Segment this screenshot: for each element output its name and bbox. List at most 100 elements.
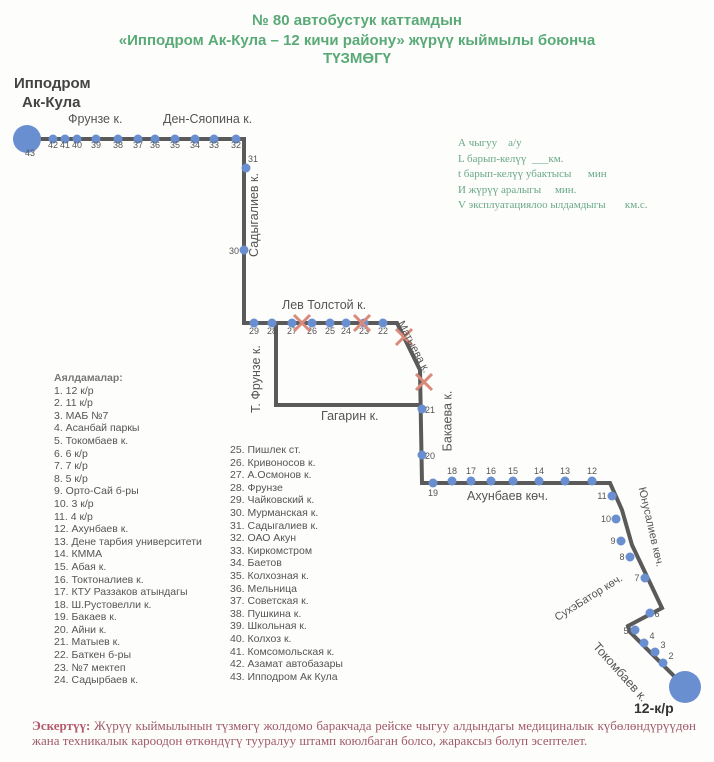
legend-stop-item: 43. Ипподром Ак Кула — [230, 670, 338, 683]
bus-stop-marker — [378, 318, 388, 328]
bus-stop-marker — [231, 134, 241, 144]
info-departure: А чыгуу а/у — [458, 137, 522, 149]
footnote-label: Эскертүү: — [32, 718, 91, 733]
legend-stop-item: 32. ОАО Акун — [230, 532, 297, 545]
bus-stop-number: 22 — [378, 326, 388, 336]
bus-stop-number: 9 — [610, 536, 615, 546]
legend-stop-item: 33. Киркомстром — [230, 544, 313, 557]
footnote-text: Жүрүү кыймылынын түзмөгү жолдомо баракча… — [32, 718, 696, 748]
legend-stop-item: 6. 6 к/р — [54, 447, 88, 460]
bus-stop-marker — [616, 536, 626, 546]
bus-stop-marker — [287, 318, 297, 328]
legend-stop-item: 7. 7 к/р — [54, 460, 88, 473]
title-line-2: «Ипподром Ак-Кула – 12 кичи району» жүрү… — [118, 32, 596, 49]
detour-line-t-frunze-gagarin — [274, 323, 422, 407]
legend-stop-item: 10. 3 к/р — [54, 497, 94, 510]
bus-stop-number: 32 — [231, 140, 241, 150]
bus-stop-number: 2 — [668, 651, 673, 661]
bus-stop-number: 5 — [623, 626, 628, 636]
bus-stop-number: 7 — [634, 573, 639, 583]
bus-stop-number: 30 — [229, 246, 239, 256]
start-terminal-marker — [13, 125, 41, 153]
bus-stop-number: 20 — [425, 451, 435, 461]
street-bakaeva: Бакаева к. — [440, 390, 455, 452]
bus-stop-number: 12 — [587, 466, 597, 476]
bus-stop-marker — [170, 134, 180, 144]
bus-stop-number: 28 — [267, 326, 277, 336]
legend-stop-item: 18. Ш.Рустовелли к. — [54, 598, 152, 611]
stops-legend-right: 25. Пишлек ст.26. Кривоносов к.27. А.Осм… — [230, 444, 343, 683]
bus-stop-marker — [91, 134, 101, 144]
street-t-frunze: Т. Фрунзе к. — [248, 345, 263, 413]
start-terminal-label-2: Ак-Кула — [22, 94, 81, 111]
bus-stop-marker — [486, 476, 496, 486]
legend-stop-item: 42. Азамат автобазары — [230, 658, 343, 671]
legend-stop-item: 8. 5 к/р — [54, 472, 88, 485]
bus-stop-marker — [209, 134, 219, 144]
closed-section-cross-icon — [414, 372, 434, 392]
title-line-1: № 80 автобустук каттамдын — [252, 12, 462, 29]
legend-stop-item: 5. Токомбаев к. — [54, 434, 129, 447]
bus-stop-marker — [249, 318, 259, 328]
bus-stop-number: 38 — [113, 140, 123, 150]
bus-stop-marker — [534, 476, 544, 486]
bus-stop-marker — [645, 608, 655, 618]
bus-stop-marker — [639, 638, 649, 648]
info-distance: L барып-келүү ___км. — [458, 152, 564, 165]
bus-stop-number: 11 — [597, 491, 606, 501]
start-terminal-label-1: Ипподром — [14, 75, 91, 92]
legend-stop-item: 2. 11 к/р — [54, 397, 93, 410]
legend-stop-item: 38. Пушкина к. — [230, 607, 302, 620]
legend-stop-item: 24. Садырбаев к. — [54, 674, 139, 687]
bus-stop-number: 29 — [249, 326, 259, 336]
bus-stop-marker — [325, 318, 335, 328]
bus-stop-number: 24 — [341, 326, 351, 336]
bus-stop-number: 35 — [170, 140, 180, 150]
footnote: Эскертүү: Жүрүү кыймылынын түзмөгү жолдо… — [32, 718, 696, 748]
bus-stop-number: 17 — [466, 466, 476, 476]
end-terminal-label: 12-к/р — [634, 700, 674, 716]
bus-stop-marker — [650, 647, 660, 657]
bus-stop-number: 14 — [534, 466, 544, 476]
legend-stop-item: 13. Дене тарбия университети — [54, 535, 202, 548]
bus-stop-number: 10 — [601, 514, 611, 524]
bus-stop-number: 26 — [307, 326, 317, 336]
legend-stop-item: 35. Колхозная к. — [230, 569, 309, 582]
bus-stop-marker — [239, 245, 249, 255]
bus-stop-marker — [508, 476, 518, 486]
bus-stop-number: 3 — [660, 640, 665, 650]
legend-stop-item: 21. Матыев к. — [54, 636, 121, 649]
bus-stop-number: 41 — [60, 140, 70, 150]
bus-stop-marker — [587, 476, 597, 486]
street-frunze: Фрунзе к. — [68, 112, 123, 126]
bus-stop-marker — [640, 573, 650, 583]
bus-stop-number: 13 — [560, 466, 570, 476]
street-lev-tolstoy: Лев Толстой к. — [282, 298, 367, 312]
legend-stop-item: 25. Пишлек ст. — [230, 444, 301, 456]
bus-stop-number: 8 — [619, 552, 624, 562]
bus-stop-number: 34 — [190, 140, 200, 150]
bus-stop-number: 43 — [25, 148, 35, 158]
bus-stop-marker — [607, 491, 617, 501]
bus-stop-marker — [241, 163, 251, 173]
legend-stop-item: 12. Ахунбаев к. — [54, 523, 129, 536]
bus-stop-marker — [133, 134, 143, 144]
closed-section-cross-icon — [292, 313, 312, 333]
bus-stop-marker — [447, 476, 457, 486]
legend-stop-item: 39. Школьная к. — [230, 620, 307, 633]
bus-stop-number: 6 — [654, 609, 659, 619]
legend-stop-item: 26. Кривоносов к. — [230, 456, 316, 469]
street-sadygaliev: Садыгалиев к. — [246, 173, 261, 257]
legend-stop-item: 3. МАБ №7 — [54, 409, 109, 422]
bus-stop-marker — [72, 134, 82, 144]
legend-stop-item: 28. Фрунзе — [230, 481, 283, 494]
route-info-block: А чыгуу а/у L барып-келүү ___км. t барып… — [458, 136, 648, 214]
legend-stop-item: 16. Токтоналиев к. — [54, 573, 144, 586]
legend-stop-item: 4. Асанбай паркы — [54, 422, 140, 435]
bus-stop-marker — [417, 450, 427, 460]
bus-stop-marker — [150, 134, 160, 144]
bus-stop-number: 18 — [447, 466, 457, 476]
bus-stop-number: 33 — [209, 140, 219, 150]
bus-stop-marker — [611, 514, 621, 524]
